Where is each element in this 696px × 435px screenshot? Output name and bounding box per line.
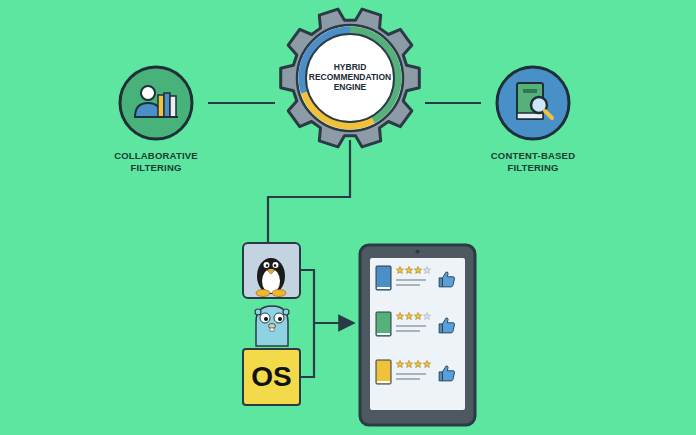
- wire: [300, 270, 314, 377]
- filter-circle: CONTENT-BASED FILTERING: [481, 65, 585, 174]
- os-box: OS: [242, 348, 301, 406]
- circle-outline: [118, 65, 194, 141]
- os-label: OS: [251, 363, 291, 391]
- node-caption: CONTENT-BASED FILTERING: [481, 150, 585, 174]
- connector: [208, 102, 275, 104]
- connector: [425, 102, 481, 104]
- engine-label: HYBRID RECOMMENDATION ENGINE: [308, 63, 392, 92]
- wire: [268, 140, 350, 243]
- gopher-icon: [255, 306, 289, 346]
- filter-circle: COLLABORATIVE FILTERING: [104, 65, 208, 174]
- node-caption: COLLABORATIVE FILTERING: [104, 150, 208, 174]
- arrow: [314, 322, 354, 324]
- linux-icon: [243, 243, 300, 298]
- engine-gear: HYBRID RECOMMENDATION ENGINE: [275, 3, 425, 153]
- circle-outline: [495, 65, 571, 141]
- tablet-illustration: [360, 245, 475, 425]
